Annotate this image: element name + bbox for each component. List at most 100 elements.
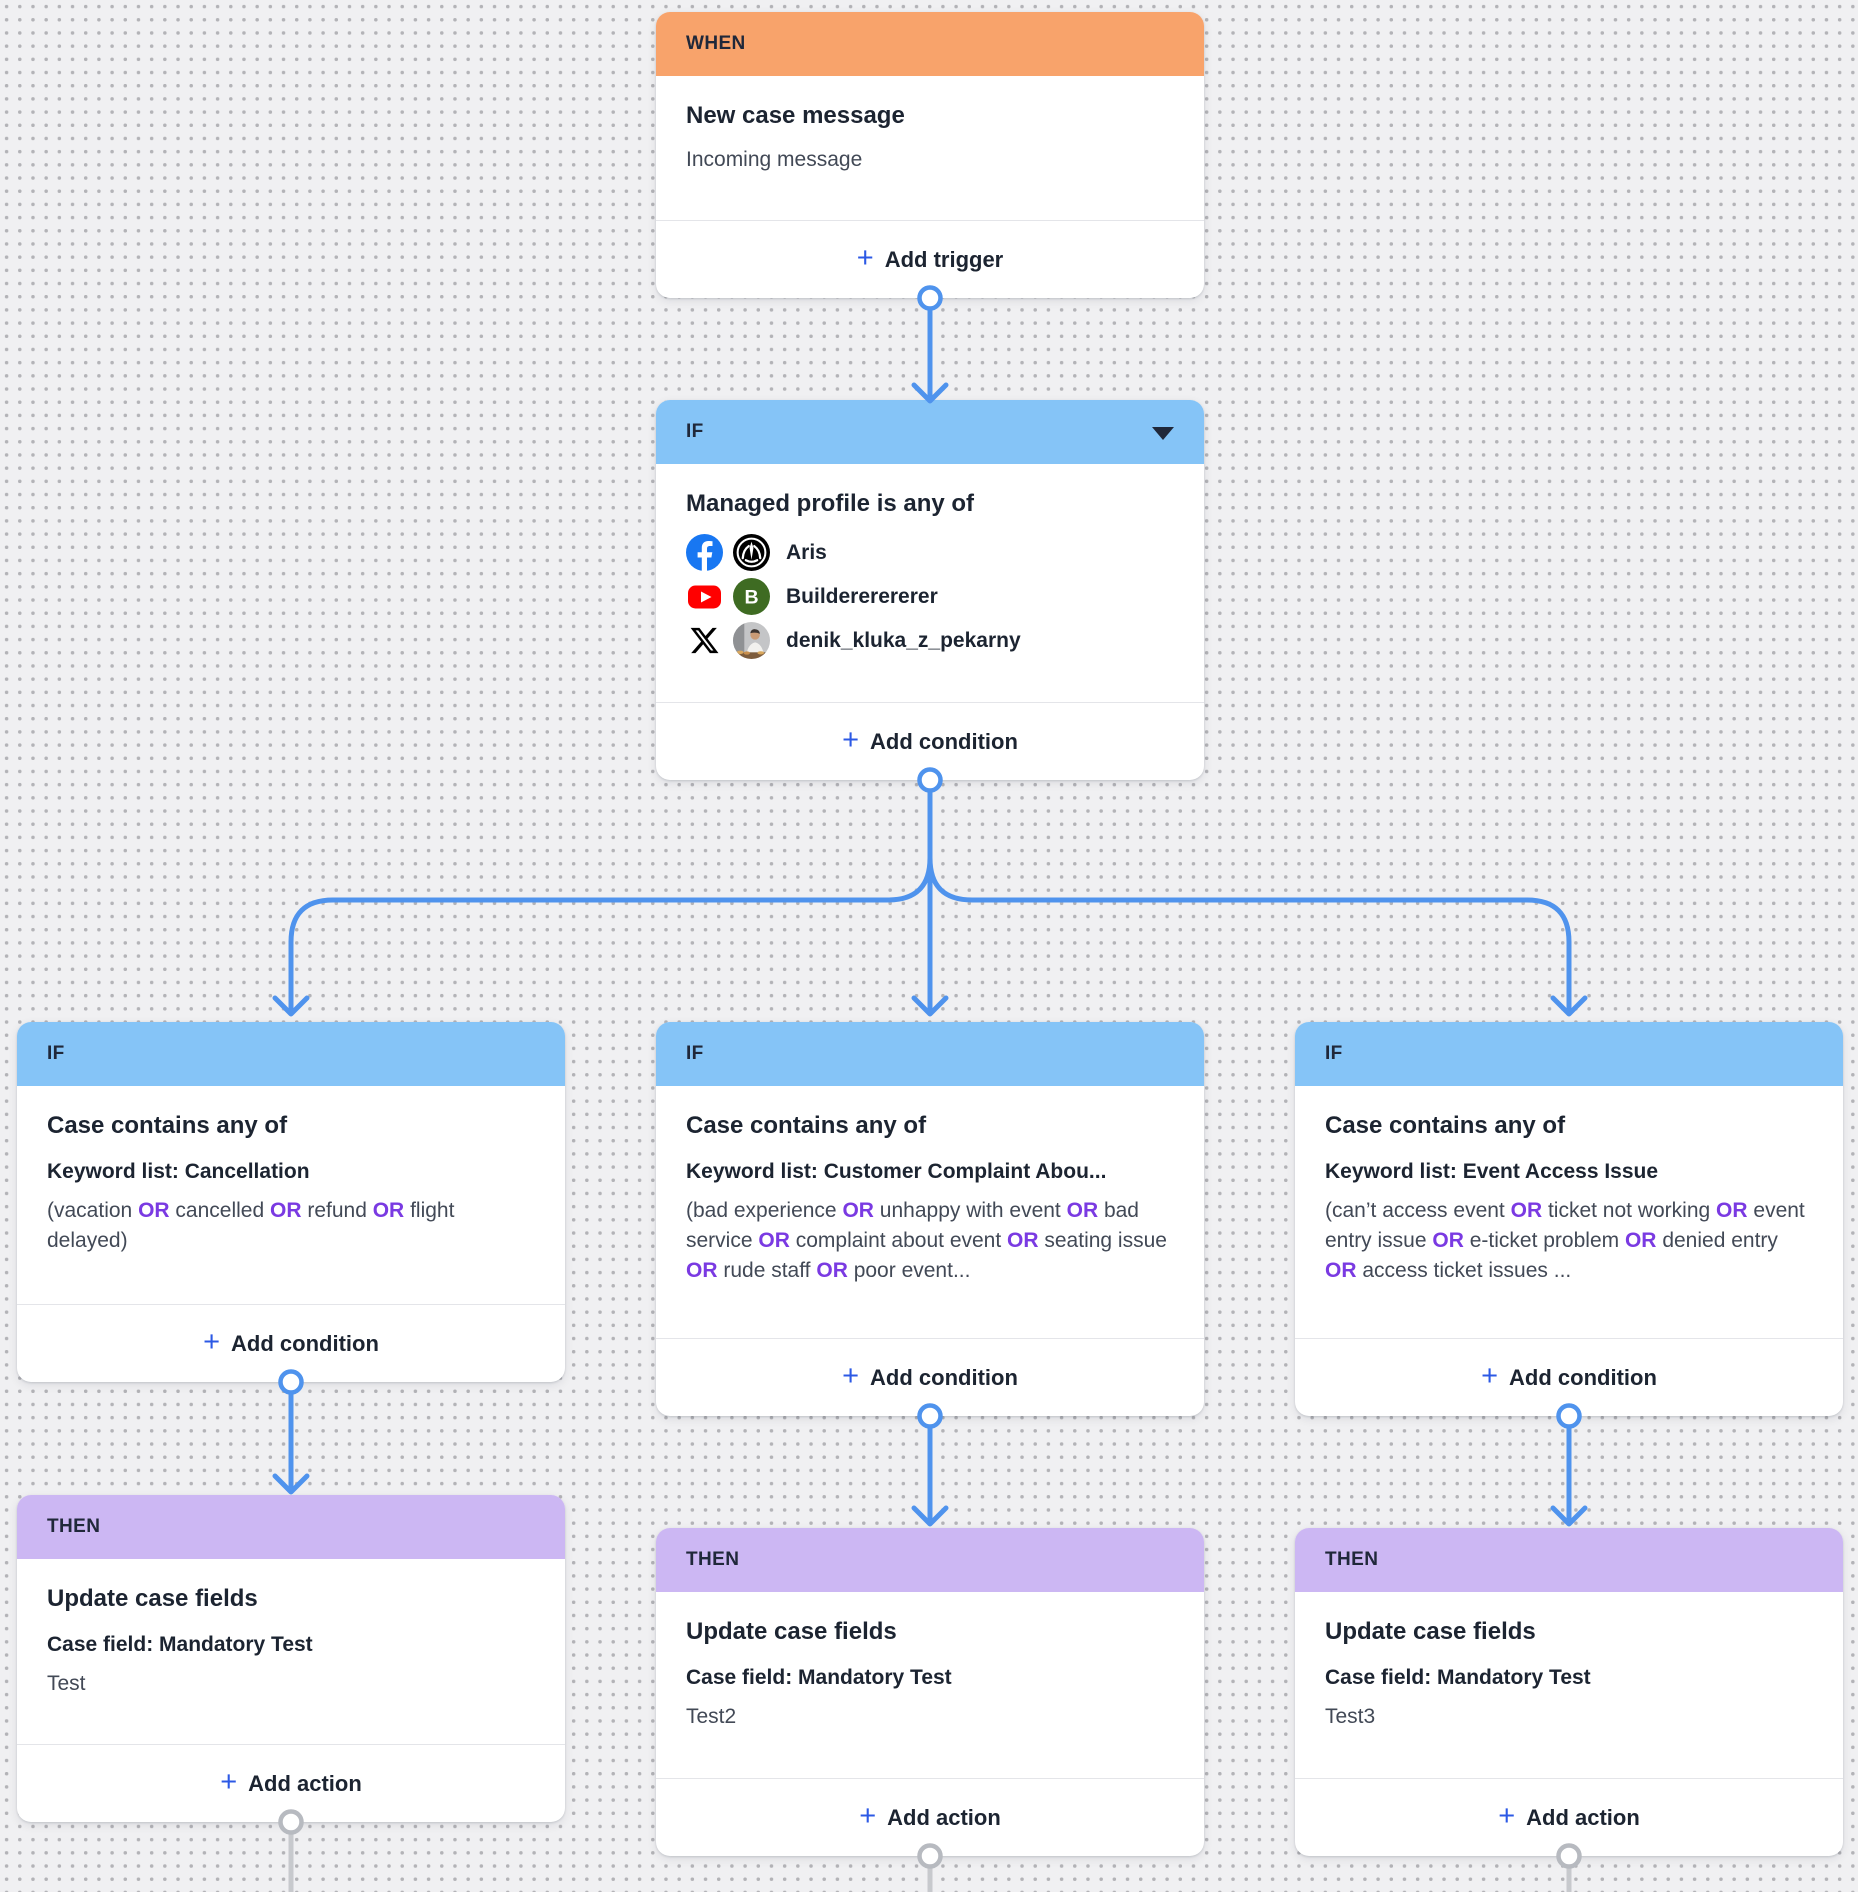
action-body: Update case fields Case field: Mandatory…: [17, 1559, 565, 1709]
add-trigger-button[interactable]: + Add trigger: [656, 220, 1204, 298]
profile-name: Aris: [786, 540, 827, 564]
keyword-expression: (bad experience OR unhappy with event OR…: [686, 1199, 1167, 1282]
connector-arrow-icon: [1550, 995, 1588, 1017]
node-type-label: IF: [686, 1043, 704, 1064]
action-node[interactable]: THEN Update case fields Case field: Mand…: [17, 1495, 565, 1822]
node-type-label: IF: [686, 421, 704, 442]
youtube-icon: [688, 585, 721, 609]
plus-icon: +: [203, 1326, 221, 1358]
connector-line: [927, 789, 1572, 1012]
connector-arrow-icon: [911, 382, 949, 404]
chevron-down-icon[interactable]: [1152, 427, 1174, 440]
action-body: Update case fields Case field: Mandatory…: [1295, 1592, 1843, 1742]
case-field-value: Test3: [1325, 1705, 1376, 1728]
node-type-label: THEN: [686, 1549, 740, 1570]
add-action-label: Add action: [887, 1804, 1001, 1830]
plus-icon: +: [1481, 1360, 1499, 1392]
plus-icon: +: [842, 724, 860, 756]
keyword-list-label: Keyword list: Cancellation: [47, 1160, 310, 1183]
profile-list: Aris B Buildererererer denik_kluka_z_pek…: [686, 534, 1174, 659]
profile-condition-header: IF: [656, 400, 1204, 464]
case-field-label: Case field: Mandatory Test: [686, 1666, 952, 1689]
node-type-label: IF: [1325, 1043, 1343, 1064]
trigger-node-body: New case message Incoming message: [656, 76, 1204, 184]
facebook-icon: [686, 534, 723, 571]
connector-arrow-icon: [911, 995, 949, 1017]
trigger-title: New case message: [686, 102, 905, 129]
plus-icon: +: [842, 1360, 860, 1392]
connector-arrow-icon: [272, 1473, 310, 1495]
case-field-value: Test: [47, 1672, 86, 1695]
condition-header: IF: [656, 1022, 1204, 1086]
case-field-label: Case field: Mandatory Test: [1325, 1666, 1591, 1689]
add-condition-label: Add condition: [870, 728, 1018, 754]
add-action-button[interactable]: + Add action: [17, 1744, 565, 1822]
action-header: THEN: [17, 1495, 565, 1559]
keyword-list-label: Keyword list: Event Access Issue: [1325, 1160, 1659, 1183]
add-condition-label: Add condition: [1509, 1364, 1657, 1390]
profile-condition-node[interactable]: IF Managed profile is any of Aris B Buil…: [656, 400, 1204, 780]
add-action-button[interactable]: + Add action: [1295, 1778, 1843, 1856]
case-field-label: Case field: Mandatory Test: [47, 1633, 313, 1656]
keyword-list-label: Keyword list: Customer Complaint Abou...: [686, 1160, 1107, 1183]
node-type-label: THEN: [47, 1516, 101, 1537]
condition-body: Case contains any of Keyword list: Custo…: [656, 1086, 1204, 1296]
connector-arrow-icon: [272, 995, 310, 1017]
svg-text:B: B: [744, 587, 758, 609]
trigger-subtitle: Incoming message: [686, 148, 863, 171]
condition-body: Case contains any of Keyword list: Event…: [1295, 1086, 1843, 1296]
condition-header: IF: [17, 1022, 565, 1086]
keyword-condition-node[interactable]: IF Case contains any of Keyword list: Ca…: [17, 1022, 565, 1382]
action-title: Update case fields: [1325, 1618, 1536, 1645]
builder-avatar: B: [733, 578, 770, 615]
profile-name: denik_kluka_z_pekarny: [786, 628, 1021, 652]
connector-line: [288, 789, 933, 1012]
node-type-label: THEN: [1325, 1549, 1379, 1570]
plus-icon: +: [859, 1800, 877, 1832]
trigger-node[interactable]: WHEN New case message Incoming message +…: [656, 12, 1204, 298]
keyword-condition-node[interactable]: IF Case contains any of Keyword list: Ev…: [1295, 1022, 1843, 1416]
profile-row: B Buildererererer: [686, 578, 1174, 615]
action-title: Update case fields: [686, 1618, 897, 1645]
profile-name: Buildererererer: [786, 584, 938, 608]
add-condition-button[interactable]: + Add condition: [17, 1304, 565, 1382]
node-type-label: WHEN: [686, 33, 746, 54]
case-field-value: Test2: [686, 1705, 737, 1728]
condition-header: IF: [1295, 1022, 1843, 1086]
action-title: Update case fields: [47, 1585, 258, 1612]
x-icon: [690, 627, 719, 654]
action-header: THEN: [1295, 1528, 1843, 1592]
trigger-node-header: WHEN: [656, 12, 1204, 76]
condition-title: Case contains any of: [47, 1112, 288, 1139]
plus-icon: +: [1498, 1800, 1516, 1832]
aris-avatar: [733, 534, 770, 571]
action-node[interactable]: THEN Update case fields Case field: Mand…: [656, 1528, 1204, 1856]
node-type-label: IF: [47, 1043, 65, 1064]
condition-title: Case contains any of: [1325, 1112, 1566, 1139]
baker-avatar: [733, 622, 770, 659]
add-action-label: Add action: [248, 1770, 362, 1796]
condition-title: Managed profile is any of: [686, 490, 975, 517]
add-action-label: Add action: [1526, 1804, 1640, 1830]
action-body: Update case fields Case field: Mandatory…: [656, 1592, 1204, 1742]
keyword-expression: (vacation OR cancelled OR refund OR flig…: [47, 1199, 455, 1252]
add-action-button[interactable]: + Add action: [656, 1778, 1204, 1856]
add-condition-button[interactable]: + Add condition: [656, 702, 1204, 780]
condition-body: Case contains any of Keyword list: Cance…: [17, 1086, 565, 1266]
action-node[interactable]: THEN Update case fields Case field: Mand…: [1295, 1528, 1843, 1856]
add-condition-label: Add condition: [870, 1364, 1018, 1390]
add-condition-button[interactable]: + Add condition: [1295, 1338, 1843, 1416]
action-header: THEN: [656, 1528, 1204, 1592]
plus-icon: +: [856, 242, 874, 274]
connector-arrow-icon: [911, 1505, 949, 1527]
connector-arrow-icon: [1550, 1505, 1588, 1527]
keyword-expression: (can’t access event OR ticket not workin…: [1325, 1199, 1805, 1282]
plus-icon: +: [220, 1766, 238, 1798]
profile-row: Aris: [686, 534, 1174, 571]
add-condition-button[interactable]: + Add condition: [656, 1338, 1204, 1416]
add-condition-label: Add condition: [231, 1330, 379, 1356]
add-trigger-label: Add trigger: [884, 246, 1004, 272]
profile-condition-body: Managed profile is any of Aris B Builder…: [656, 464, 1204, 669]
keyword-condition-node[interactable]: IF Case contains any of Keyword list: Cu…: [656, 1022, 1204, 1416]
